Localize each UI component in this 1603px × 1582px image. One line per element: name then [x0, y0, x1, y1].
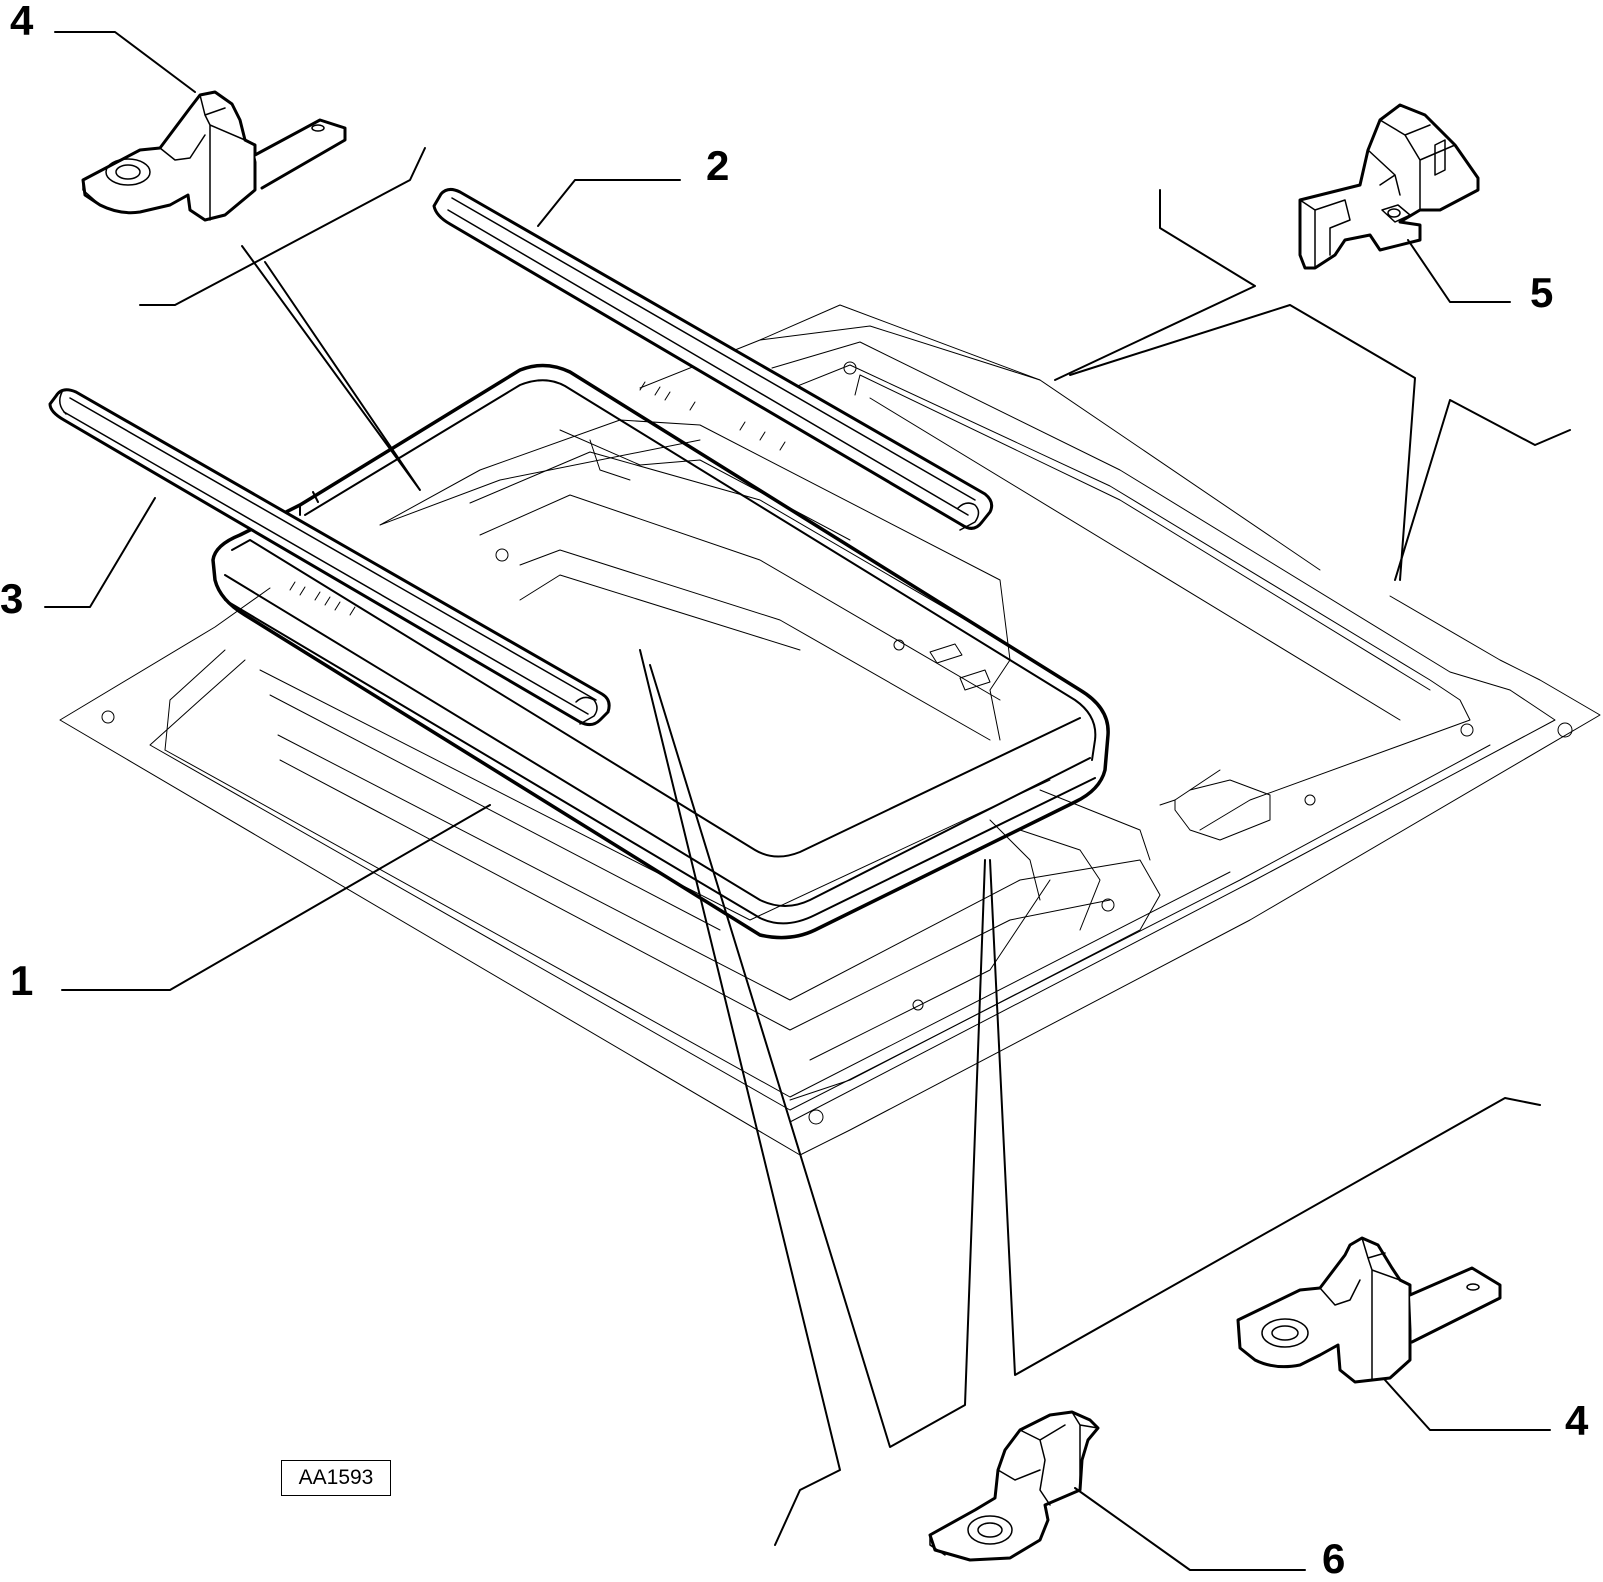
callout-5: 5 — [1530, 269, 1554, 316]
part-6-bracket — [928, 1410, 1100, 1562]
roof-panel — [59, 304, 1601, 1156]
part-4-bracket-top — [81, 90, 347, 222]
part-3-seal-strip — [48, 388, 611, 727]
part-1-sunroof-seal — [211, 363, 1110, 940]
callout-4-top: 4 — [10, 0, 34, 44]
part-2-seal-strip — [432, 187, 994, 531]
drawing-code: AA1593 — [281, 1460, 391, 1496]
callout-6: 6 — [1322, 1535, 1346, 1582]
part-4-bracket-bottom — [1236, 1236, 1502, 1384]
leader-lines — [44, 31, 1571, 1571]
part-5-bracket — [1298, 103, 1480, 270]
callout-3: 3 — [0, 575, 24, 622]
callout-1: 1 — [10, 957, 34, 1004]
callout-4-bottom: 4 — [1565, 1397, 1589, 1444]
callout-2: 2 — [706, 142, 730, 189]
